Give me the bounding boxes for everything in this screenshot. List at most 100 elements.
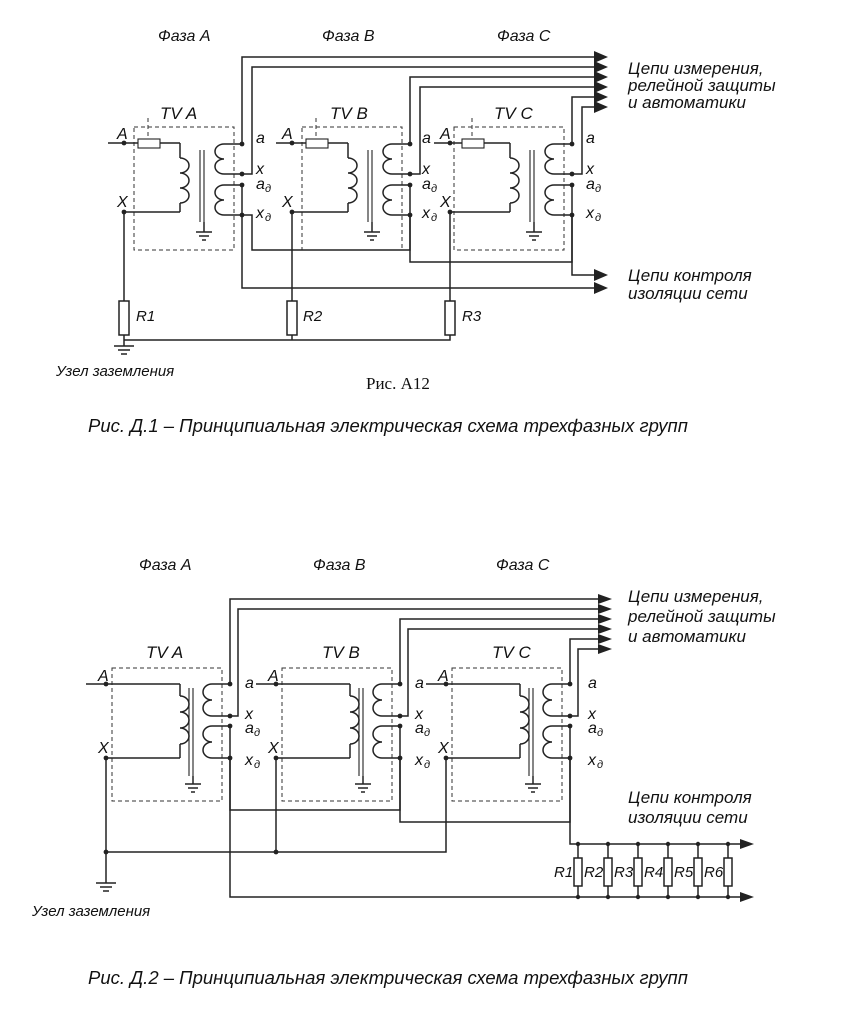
- secondary-coil-extra: [202, 725, 213, 759]
- resistor-label-r1: R1: [554, 864, 573, 881]
- resistor-r2: [603, 841, 613, 900]
- terminal-label-X: X: [97, 740, 110, 757]
- insulation-label-line1: Цепи контроля: [628, 788, 752, 807]
- junction-dot: [575, 841, 581, 847]
- resistor-r4: [663, 841, 673, 900]
- figure-2-schematic: Фаза A Фаза B Фаза C: [31, 557, 776, 920]
- terminal-label-x: x: [255, 161, 265, 178]
- junction-dot: [273, 849, 279, 855]
- arrow-head: [594, 71, 608, 83]
- secondary-coil-main: [542, 683, 553, 717]
- bus-wire-b: [409, 76, 594, 144]
- primary-coil: [509, 157, 520, 204]
- transformer-unit-b: [256, 667, 403, 802]
- terminal-label-x: x: [421, 161, 431, 178]
- measurement-label-line3: и автоматики: [628, 627, 746, 646]
- measurement-label-line3: и автоматики: [628, 93, 746, 112]
- subscript-d: д: [597, 759, 603, 771]
- terminal-label-xd: x: [421, 205, 431, 222]
- junction-dot: [605, 894, 611, 900]
- primary-coil: [519, 695, 530, 745]
- delta-end-wire: [571, 215, 594, 276]
- insulation-label-line2: изоляции сети: [628, 284, 748, 303]
- terminal-dot: [273, 681, 279, 687]
- transformer-enclosure: [453, 126, 565, 251]
- subscript-d: д: [431, 183, 437, 195]
- terminal-label-X: X: [437, 740, 450, 757]
- terminal-label-A: A: [116, 126, 128, 143]
- figure-2-caption: Рис. Д.2 – Принципиальная электрическая …: [88, 967, 688, 988]
- phase-label-a: Фаза A: [139, 557, 192, 574]
- resistor-label-r6: R6: [704, 864, 724, 881]
- subscript-d: д: [431, 212, 437, 224]
- delta-end-wire: [569, 758, 740, 845]
- transformer-unit-a: [108, 118, 245, 251]
- terminal-label-xd: x: [255, 205, 265, 222]
- resistor-label-r1: R1: [136, 308, 155, 325]
- resistor-label-r4: R4: [644, 864, 663, 881]
- terminal-label-x: x: [244, 706, 254, 723]
- secondary-coil-main: [372, 683, 383, 717]
- arrow-head: [594, 51, 608, 63]
- terminal-label-X: X: [267, 740, 280, 757]
- arrow-head: [594, 269, 608, 281]
- arrow-head: [598, 624, 612, 634]
- insulation-bus-wires: [229, 726, 754, 902]
- terminal-label-X: X: [116, 194, 129, 211]
- terminal-dot: [121, 140, 127, 146]
- phase-label-b: Фаза B: [322, 28, 375, 45]
- primary-coil: [179, 157, 190, 204]
- junction-dot: [635, 894, 641, 900]
- terminal-label-a: a: [586, 130, 595, 147]
- junction-dot: [725, 894, 731, 900]
- bus-wire-a: [229, 598, 598, 684]
- terminal-label-x: x: [585, 161, 595, 178]
- secondary-coil-main: [382, 143, 393, 175]
- arrow-head: [598, 614, 612, 624]
- fuse-symbol: [305, 138, 329, 149]
- resistor-r3: [633, 841, 643, 900]
- transformer-unit-c: [426, 667, 573, 802]
- transformer-unit-a: [86, 667, 233, 802]
- terminal-label-ad: a: [586, 176, 595, 193]
- bus-wire-b: [399, 618, 598, 684]
- resistor-body: [573, 857, 583, 887]
- terminal-label-a: a: [245, 675, 254, 692]
- resistor-r1: [573, 841, 583, 900]
- bus-wire-a-x: [230, 608, 598, 717]
- terminal-label-a: a: [256, 130, 265, 147]
- transformer-label-a: TV A: [146, 643, 183, 662]
- junction-dot: [605, 841, 611, 847]
- terminal-label-A: A: [281, 126, 293, 143]
- subscript-d: д: [265, 183, 271, 195]
- junction-dot: [695, 894, 701, 900]
- transformer-unit-b: [276, 118, 413, 251]
- resistor-r3: [444, 300, 456, 336]
- resistor-label-r2: R2: [303, 308, 323, 325]
- primary-coil: [349, 695, 360, 745]
- resistor-body: [603, 857, 613, 887]
- arrow-head: [598, 604, 612, 614]
- bus-wire-b-x: [410, 86, 594, 175]
- secondary-coil-extra: [214, 184, 225, 216]
- terminal-dot: [447, 140, 453, 146]
- terminal-label-A: A: [267, 668, 279, 685]
- grounding-network: R1 R2 R3: [114, 212, 482, 355]
- bus-wire-c: [569, 638, 598, 684]
- transformer-label-b: TV B: [330, 104, 368, 123]
- arrow-head: [740, 839, 754, 849]
- arrow-head: [740, 892, 754, 902]
- phase-label-b: Фаза B: [313, 557, 366, 574]
- terminal-label-A: A: [437, 668, 449, 685]
- transformer-enclosure: [111, 667, 223, 802]
- junction-dot: [665, 841, 671, 847]
- bus-wire-c: [571, 96, 594, 144]
- junction-dot: [665, 894, 671, 900]
- terminal-label-X: X: [439, 194, 452, 211]
- phase-label-a: Фаза A: [158, 28, 211, 45]
- terminal-label-x: x: [587, 706, 597, 723]
- subscript-d: д: [595, 183, 601, 195]
- secondary-coil-main: [202, 683, 213, 717]
- resistor-r2: [286, 300, 298, 336]
